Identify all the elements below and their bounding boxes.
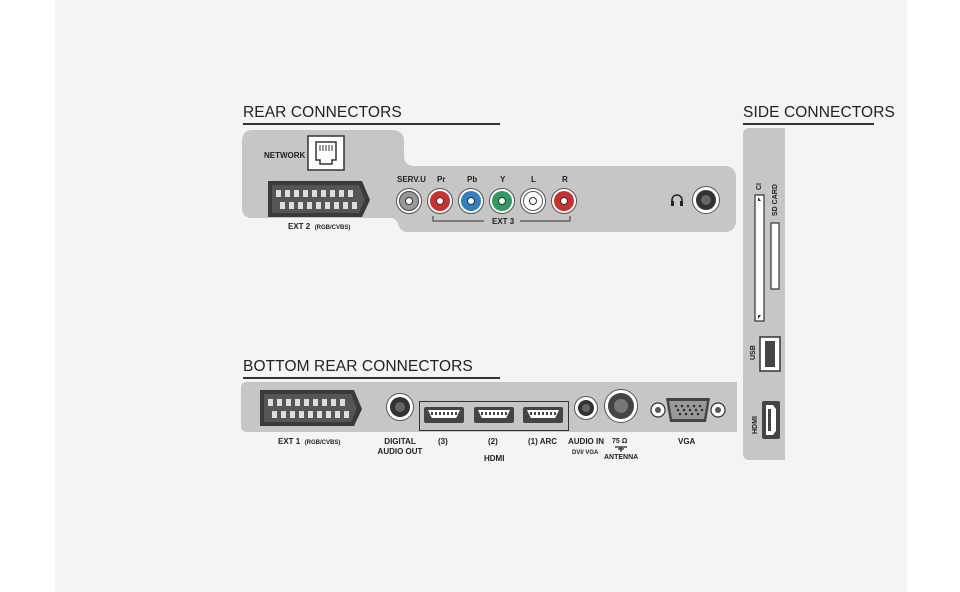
audio-in-jack-icon [574, 396, 598, 420]
ext1-name: EXT 1 [278, 437, 301, 446]
ext2-name: EXT 2 [288, 222, 311, 231]
ext2-scart-icon [268, 181, 370, 217]
ci-label: CI [756, 183, 763, 190]
side-connectors-heading: SIDE CONNECTORS [743, 104, 895, 121]
pb-label: Pb [467, 175, 478, 184]
r-rca-icon [551, 188, 577, 214]
servu-label: SERV.U [397, 175, 426, 184]
ohm-label: 75 Ω [612, 438, 628, 445]
usb-label: USB [750, 345, 757, 360]
hdmi3-label: (3) [438, 437, 448, 446]
audio-in-label: AUDIO IN [568, 437, 604, 446]
hdmi-group-label: HDMI [484, 454, 505, 463]
hdmi1-label: (1) ARC [528, 437, 558, 446]
ext3-bracket [432, 216, 571, 222]
headphone-icon [671, 194, 683, 206]
bottom-heading-rule [243, 377, 500, 379]
y-label: Y [500, 175, 506, 184]
side-heading-rule [743, 123, 874, 125]
sd-slot-icon [770, 222, 780, 290]
vga-port-icon [650, 398, 726, 422]
side-hdmi-port-icon [762, 401, 780, 439]
ci-slot-icon [754, 194, 765, 322]
network-label: NETWORK [264, 151, 306, 160]
hdmi2-port-icon [474, 407, 514, 423]
ext1-sub: (RGB/CVBS) [304, 440, 341, 446]
ext2-label: EXT 2 (RGB/CVBS) [288, 222, 350, 233]
hdmi2-label: (2) [488, 437, 498, 446]
hdmi3-port-icon [424, 407, 464, 423]
digital-text: DIGITAL [384, 437, 416, 446]
ext1-label: EXT 1 (RGB/CVBS) [278, 437, 340, 448]
bottom-rear-connectors-heading: BOTTOM REAR CONNECTORS [243, 358, 473, 375]
side-hdmi-label: HDMI [752, 416, 759, 434]
digital-audio-out-jack-icon [386, 393, 414, 421]
rear-connectors-heading: REAR CONNECTORS [243, 104, 402, 121]
pr-rca-icon [427, 188, 453, 214]
antenna-symbol-icon [615, 446, 627, 452]
ext1-scart-icon [260, 390, 362, 426]
pr-label: Pr [437, 175, 446, 184]
hdmi1-port-icon [523, 407, 563, 423]
sd-card-label: SD CARD [772, 184, 779, 216]
usb-port-icon [759, 336, 781, 372]
vga-label: VGA [678, 437, 696, 446]
ext2-sub: (RGB/CVBS) [314, 225, 351, 231]
network-port-icon [307, 135, 345, 171]
antenna-label: ANTENNA [604, 454, 639, 461]
audio-out-text: AUDIO OUT [377, 447, 423, 456]
hdmi-group-frame [419, 401, 569, 431]
y-rca-icon [489, 188, 515, 214]
r-label: R [562, 175, 568, 184]
l-label: L [531, 175, 536, 184]
servu-jack-icon [396, 188, 422, 214]
antenna-port-icon [604, 389, 638, 423]
pb-rca-icon [458, 188, 484, 214]
l-rca-icon [520, 188, 546, 214]
rear-heading-rule [243, 123, 500, 125]
headphone-jack-icon [692, 186, 720, 214]
ext3-label: EXT 3 [492, 217, 515, 226]
dvi-vga-label: DVI/ VGA [572, 450, 599, 456]
